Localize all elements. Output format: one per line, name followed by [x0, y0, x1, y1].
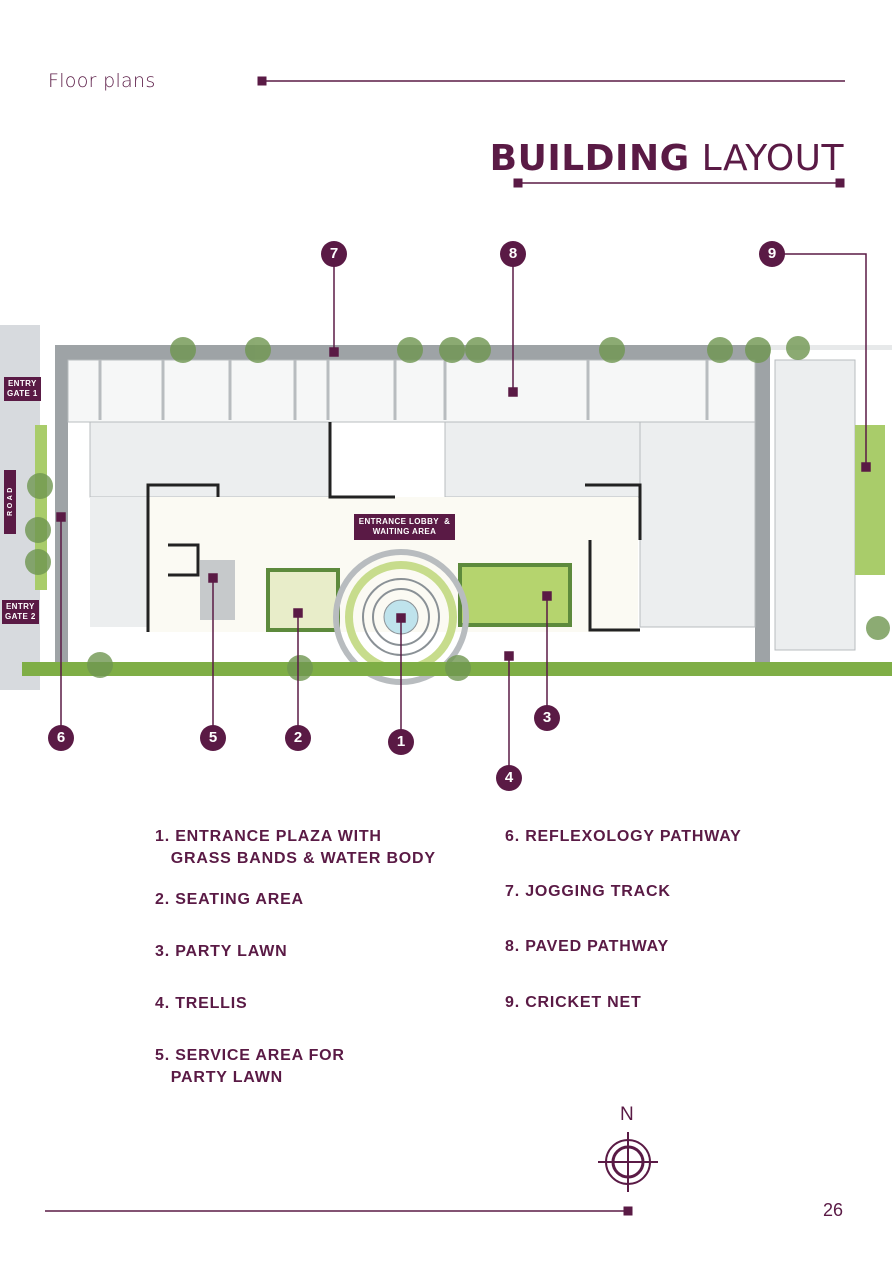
- road-label: R O A D: [4, 470, 16, 534]
- entry-gate-2-label: ENTRY GATE 2: [2, 600, 39, 624]
- marker-8: 8: [500, 241, 526, 267]
- title-light: LAYOUT: [701, 138, 844, 179]
- marker-1: 1: [388, 729, 414, 755]
- legend-item: 5. SERVICE AREA FOR PARTY LAWN: [155, 1047, 345, 1086]
- legend-item: 4. TRELLIS: [155, 995, 248, 1012]
- north-compass-icon: [598, 1132, 658, 1192]
- entrance-lobby-label: ENTRANCE LOBBY & WAITING AREA: [354, 514, 455, 540]
- marker-9: 9: [759, 241, 785, 267]
- legend-item: 3. PARTY LAWN: [155, 943, 288, 960]
- legend-item: 2. SEATING AREA: [155, 891, 304, 908]
- legend-item: 8. PAVED PATHWAY: [505, 938, 669, 955]
- leader-lines: [56, 253, 871, 766]
- title-bold: BUILDING: [489, 138, 690, 179]
- legend-item: 6. REFLEXOLOGY PATHWAY: [505, 828, 742, 845]
- marker-7: 7: [321, 241, 347, 267]
- marker-4: 4: [496, 765, 522, 791]
- rule-square: [257, 76, 267, 86]
- marker-5: 5: [200, 725, 226, 751]
- north-label: N: [620, 1104, 634, 1125]
- legend-item: 7. JOGGING TRACK: [505, 883, 671, 900]
- section-title: Floor plans: [48, 70, 156, 92]
- entry-gate-1-label: ENTRY GATE 1: [4, 377, 41, 401]
- marker-3: 3: [534, 705, 560, 731]
- page-title: BUILDING LAYOUT: [490, 138, 844, 179]
- site-plan: [0, 325, 892, 690]
- marker-2: 2: [285, 725, 311, 751]
- marker-6: 6: [48, 725, 74, 751]
- page-number: 26: [823, 1200, 844, 1220]
- legend-item: 1. ENTRANCE PLAZA WITH GRASS BANDS & WAT…: [155, 828, 436, 867]
- legend-item: 9. CRICKET NET: [505, 994, 642, 1011]
